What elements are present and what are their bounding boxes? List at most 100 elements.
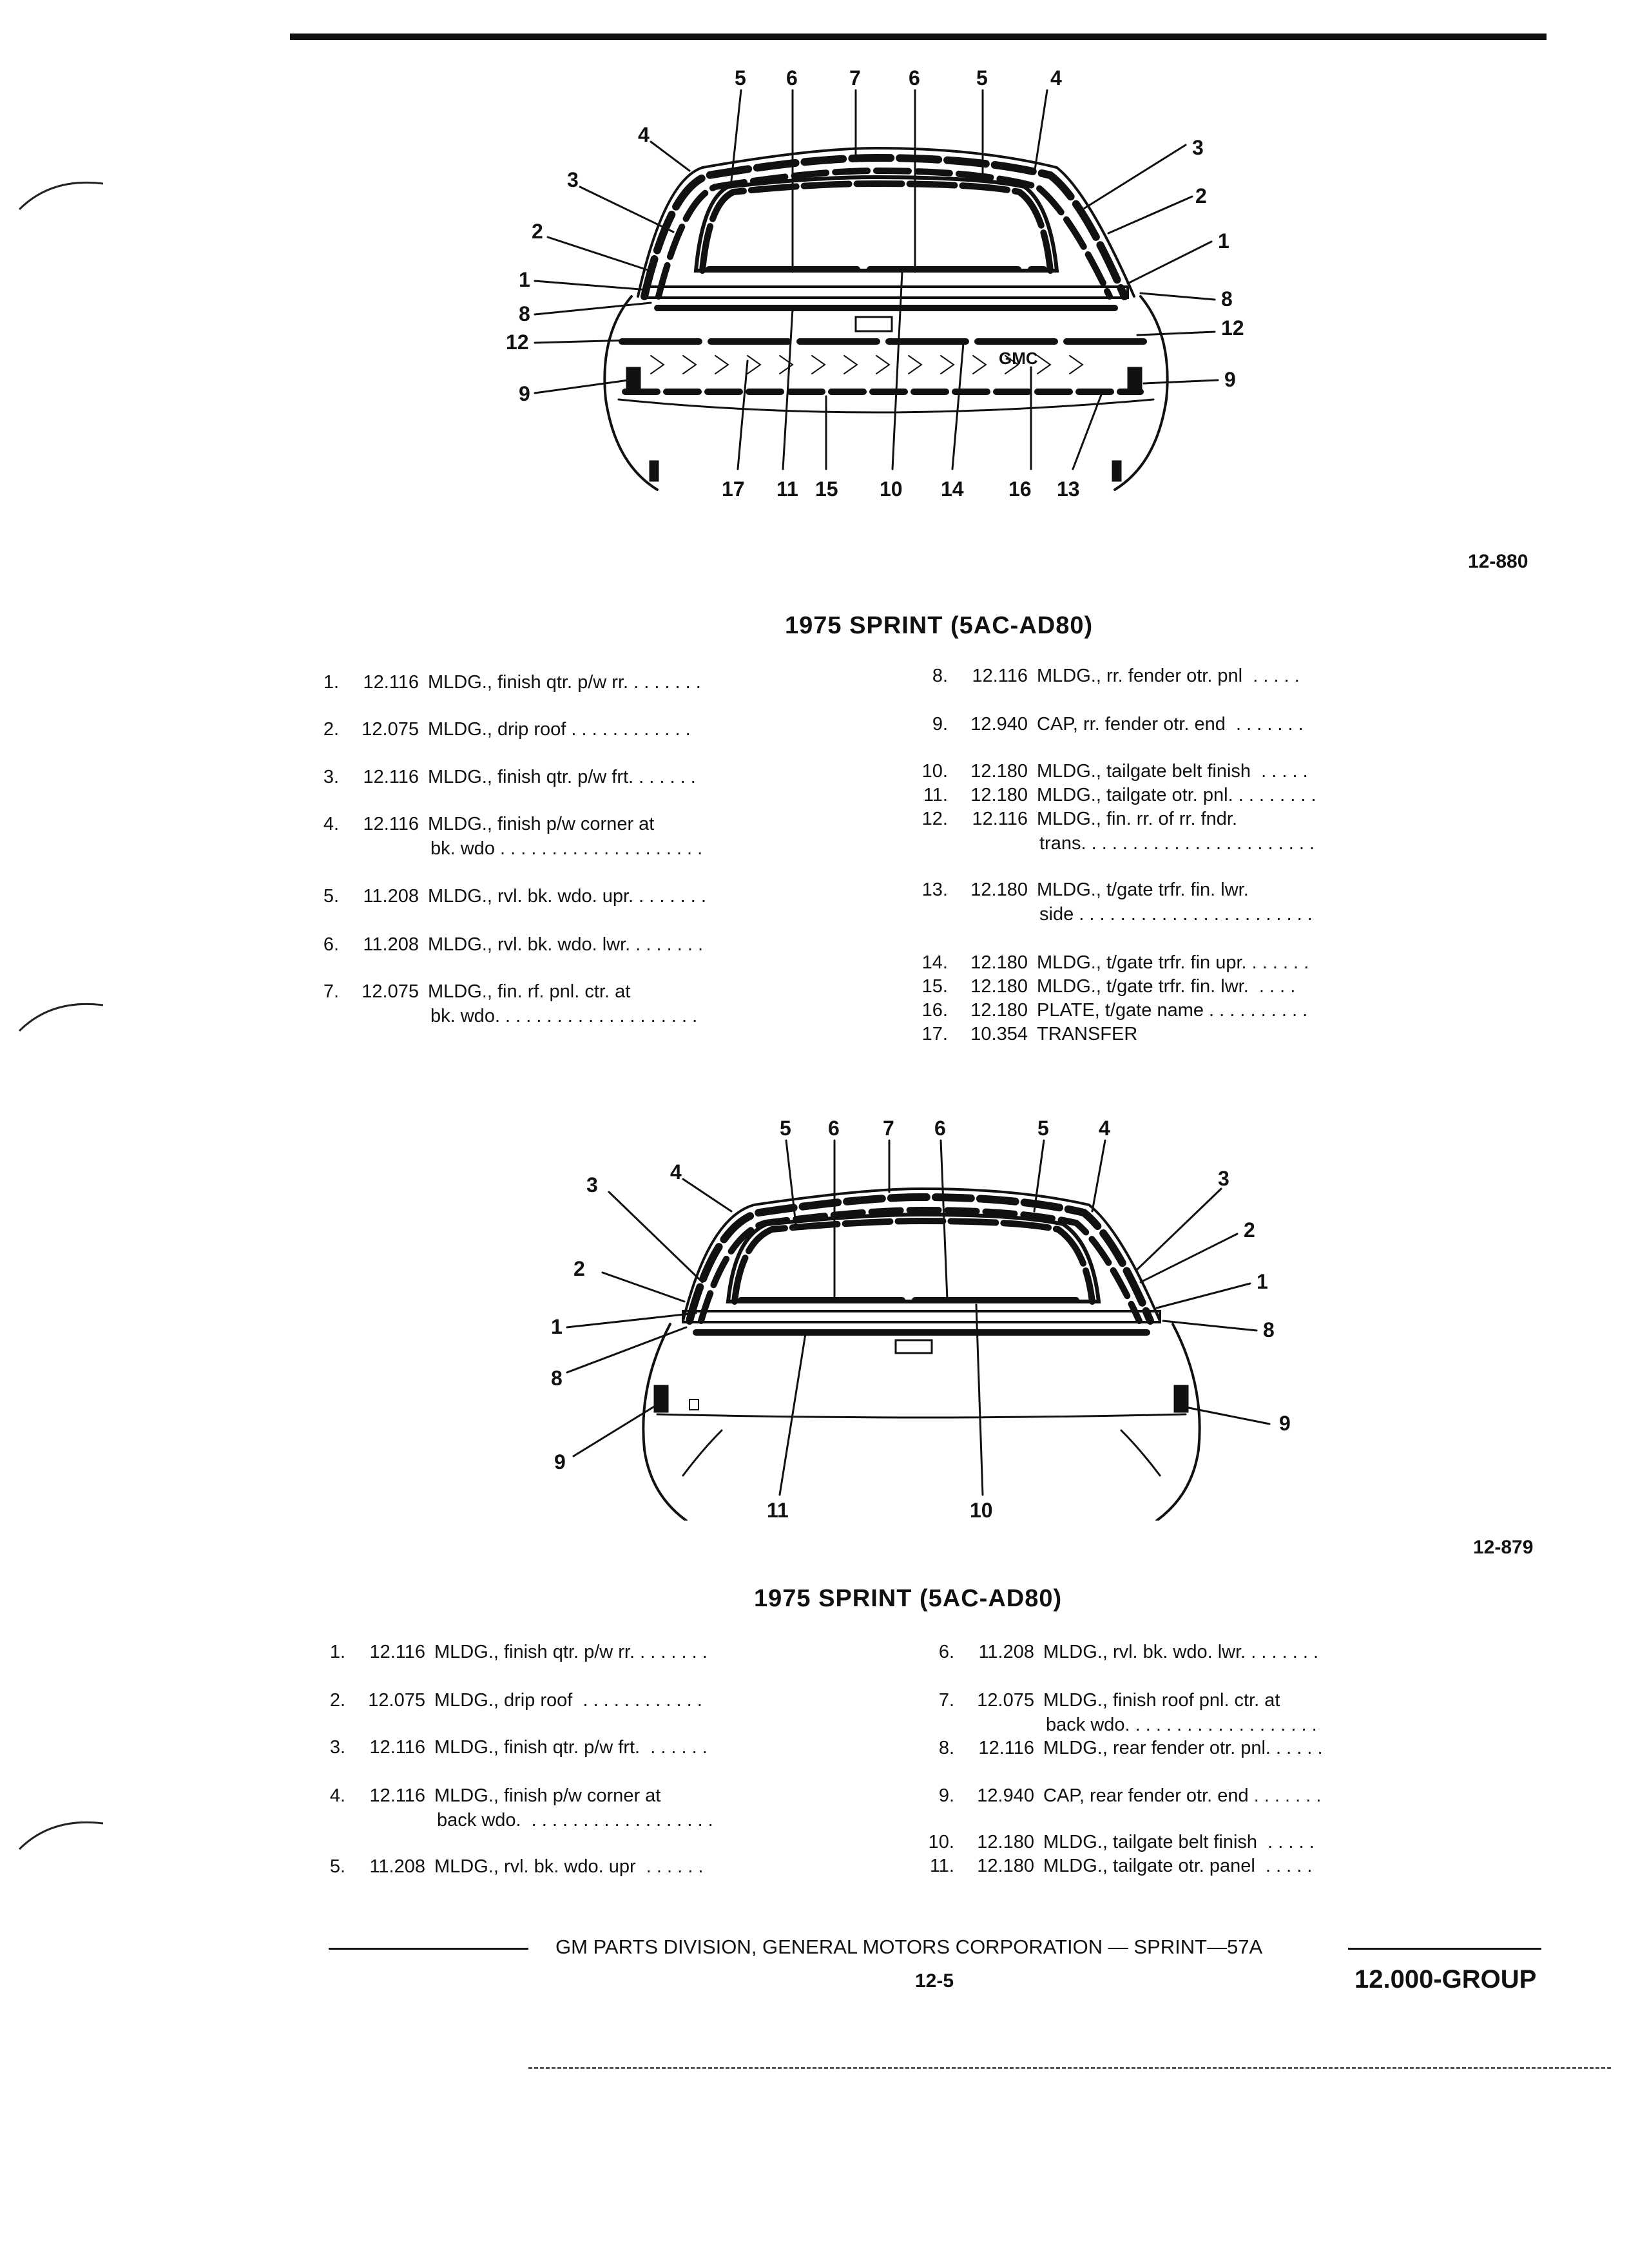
tailgate-belt bbox=[682, 1310, 1161, 1323]
figure-title: 1975 SPRINT (5AC-AD80) bbox=[785, 612, 1094, 639]
part-description: MLDG., drip roof . . . . . . . . . . . . bbox=[428, 719, 691, 740]
part-description: MLDG., rr. fender otr. pnl . . . . . bbox=[1037, 666, 1300, 686]
part-code: 12.116 bbox=[369, 1737, 425, 1758]
part-code: 12.116 bbox=[363, 814, 419, 834]
part-code: 12.180 bbox=[977, 1832, 1034, 1852]
part-description: MLDG., finish qtr. p/w frt. . . . . . . bbox=[428, 767, 696, 787]
callout-label: 6 bbox=[786, 66, 798, 90]
part-code: 11.208 bbox=[363, 934, 419, 955]
legend-item: 16. 12.180 PLATE, t/gate name . . . . . . … bbox=[912, 998, 1307, 1023]
item-number: 11. bbox=[923, 785, 948, 805]
right-end-cap bbox=[1173, 1385, 1189, 1413]
item-number: 8. bbox=[932, 666, 948, 686]
callout-label: 9 bbox=[519, 382, 530, 405]
part-description: MLDG., finish qtr. p/w rr. . . . . . . . bbox=[428, 672, 701, 693]
right-fender bbox=[1155, 1323, 1201, 1521]
bottom-edge-line bbox=[528, 2067, 1611, 2069]
callout-label: 4 bbox=[1050, 66, 1062, 90]
callout-label: 3 bbox=[1218, 1167, 1229, 1190]
callout-label: 5 bbox=[1037, 1117, 1049, 1140]
item-number: 7. bbox=[938, 1690, 954, 1711]
part-code: 12.180 bbox=[970, 1000, 1028, 1021]
callout-label: 1 bbox=[1218, 229, 1229, 253]
part-code: 12.116 bbox=[369, 1785, 425, 1806]
right-end-cap bbox=[1127, 367, 1142, 394]
part-code: 12.075 bbox=[368, 1690, 425, 1711]
callout-label: 1 bbox=[519, 268, 530, 291]
part-description: MLDG., rear fender otr. pnl. . . . . . bbox=[1043, 1738, 1323, 1758]
item-number: 10. bbox=[921, 761, 948, 782]
right-fender bbox=[1113, 295, 1169, 491]
callout-label: 9 bbox=[1279, 1412, 1291, 1435]
callout-label: 6 bbox=[828, 1117, 840, 1140]
item-number: 2. bbox=[323, 719, 339, 740]
part-description: PLATE, t/gate name . . . . . . . . . . bbox=[1037, 1000, 1308, 1021]
part-description: MLDG., tailgate otr. panel . . . . . bbox=[1043, 1856, 1313, 1876]
callout-label: 9 bbox=[554, 1450, 566, 1474]
item-number: 16. bbox=[921, 1000, 948, 1021]
part-description: MLDG., t/gate trfr. fin. lwr. . . . . bbox=[1037, 976, 1296, 997]
part-code: 12.180 bbox=[970, 952, 1028, 973]
part-code: 12.180 bbox=[977, 1856, 1034, 1876]
callout-label: 4 bbox=[1099, 1117, 1110, 1140]
window-reveal-upper bbox=[699, 180, 1054, 274]
part-description: MLDG., t/gate trfr. fin upr. . . . . . . bbox=[1037, 952, 1309, 973]
item-number: 8. bbox=[938, 1738, 954, 1758]
part-code: 11.208 bbox=[369, 1856, 425, 1877]
part-description-cont: bk. wdo. . . . . . . . . . . . . . . . .… bbox=[430, 1006, 698, 1026]
part-description-cont: bk. wdo . . . . . . . . . . . . . . . . … bbox=[430, 838, 703, 859]
callout-label: 8 bbox=[519, 302, 530, 325]
item-number: 17. bbox=[921, 1024, 948, 1044]
tailgate-belt bbox=[643, 285, 1129, 299]
bumper bbox=[656, 1413, 1187, 1419]
callout-label: 1 bbox=[551, 1315, 563, 1338]
callout-label: 2 bbox=[574, 1257, 585, 1280]
part-code: 11.208 bbox=[363, 886, 419, 907]
top-rule bbox=[290, 34, 1547, 40]
part-description: MLDG., finish qtr. p/w rr. . . . . . . . bbox=[434, 1642, 708, 1662]
callout-label: 4 bbox=[638, 123, 650, 146]
footer-publisher: GM PARTS DIVISION, GENERAL MOTORS CORPOR… bbox=[555, 1936, 1263, 1958]
part-description: MLDG., drip roof . . . . . . . . . . . . bbox=[434, 1690, 702, 1711]
callout-label: 5 bbox=[735, 66, 746, 90]
figure-2-diagram: 5 6 7 6 5 4 3 4 2 1 8 9 3 2 1 8 9 11 10 bbox=[551, 1117, 1291, 1521]
left-fender bbox=[603, 295, 659, 491]
part-code: 12.116 bbox=[972, 666, 1028, 686]
part-code: 11.208 bbox=[978, 1642, 1034, 1662]
part-code: 12.116 bbox=[369, 1642, 425, 1662]
figure-code: 12-879 bbox=[1473, 1537, 1534, 1558]
legend-item: 11. 12.180 MLDG., tailgate otr. panel . . … bbox=[918, 1854, 1313, 1878]
callout-label: 4 bbox=[670, 1160, 682, 1184]
figure-title: 1975 SPRINT (5AC-AD80) bbox=[754, 1585, 1063, 1612]
quarter-molding bbox=[698, 1206, 1142, 1324]
callout-label: 8 bbox=[1263, 1318, 1275, 1341]
part-description: TRANSFER bbox=[1037, 1024, 1138, 1044]
window-reveal-upper bbox=[731, 1217, 1095, 1305]
tailgate-handle bbox=[854, 316, 893, 332]
left-lamp bbox=[649, 460, 659, 482]
part-code: 12.116 bbox=[363, 767, 419, 787]
drip-molding bbox=[686, 1193, 1154, 1325]
callout-label: 2 bbox=[532, 220, 543, 243]
callout-label: 3 bbox=[586, 1173, 598, 1196]
item-number: 11. bbox=[929, 1856, 954, 1876]
callout-label: 7 bbox=[849, 66, 861, 90]
footer-rule-right bbox=[1348, 1948, 1541, 1950]
drip-molding bbox=[641, 153, 1128, 300]
group-label: 12.000-GROUP bbox=[1354, 1965, 1537, 1994]
